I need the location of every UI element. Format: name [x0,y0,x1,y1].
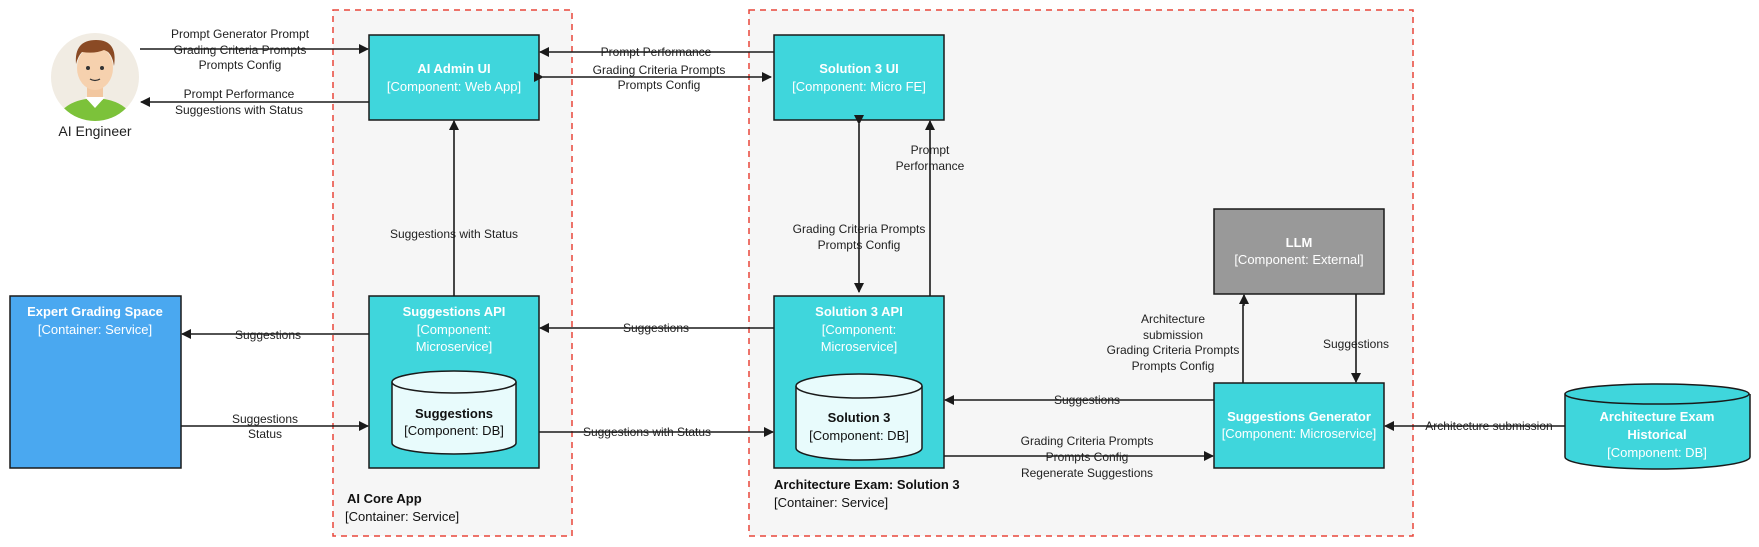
ai-admin-ui-type: [Component: Web App] [387,79,521,94]
edge-llm-to-gen: Suggestions [1323,294,1389,383]
edge-label-line: Suggestions with Status [390,227,518,241]
edge-label-line: Grading Criteria Prompts [793,222,926,236]
edge-label-line: Prompt Performance [601,45,712,59]
solution3-ui-title: Solution 3 UI [819,61,898,76]
solution3-ui-type: [Component: Micro FE] [792,79,926,94]
edge-label-line: Prompts Config [618,78,701,92]
arch-hist-title-line2: Historical [1627,427,1686,442]
edge-label-line: Suggestions [1054,393,1120,407]
edge-admin-ui3-bidirectional: Grading Criteria Prompts Prompts Config [534,63,772,92]
solution3-boundary-subtitle: [Container: Service] [774,495,888,510]
arch-hist-type: [Component: DB] [1607,445,1707,460]
edge-label-line: Grading Criteria Prompts [593,63,726,77]
suggestions-api-type-line2: Microservice] [416,339,493,354]
suggestions-generator-node[interactable]: Suggestions Generator [Component: Micros… [1213,382,1385,469]
llm-type: [Component: External] [1234,252,1363,267]
edge-label-line: Architecture [1141,312,1205,326]
llm-node[interactable]: LLM [Component: External] [1213,208,1385,295]
edge-label-line: Prompts Config [1046,450,1129,464]
suggestions-api-title: Suggestions API [403,304,506,319]
ai-admin-ui-title: AI Admin UI [417,61,490,76]
edge-label-line: Grading Criteria Prompts [174,43,307,57]
edge-hist-to-gen: Architecture submission [1384,419,1565,433]
edge-api3-to-api: Suggestions [539,321,774,335]
ai-core-app-title: AI Core App [347,491,422,506]
suggestions-db-title: Suggestions [415,406,493,421]
edge-label-line: Prompt [911,143,950,157]
ai-engineer-label: AI Engineer [58,123,131,139]
suggestions-generator-type: [Component: Microservice] [1222,426,1377,441]
edge-admin-to-engineer: Prompt Performance Suggestions with Stat… [140,87,369,117]
solution3-db-type: [Component: DB] [809,428,909,443]
edge-label-line: submission [1143,328,1203,342]
suggestions-db-node[interactable]: Suggestions [Component: DB] [391,370,517,455]
expert-grading-type: [Container: Service] [38,322,152,337]
edge-label-line: Prompts Config [818,238,901,252]
expert-grading-space-node[interactable]: Expert Grading Space [Container: Service… [9,295,182,469]
ai-engineer-actor[interactable]: AI Engineer [51,33,139,139]
edge-label-line: Grading Criteria Prompts [1107,343,1240,357]
suggestions-db-type: [Component: DB] [404,423,504,438]
solution3-db-title: Solution 3 [828,410,891,425]
edge-api3-to-gen: Grading Criteria Prompts Prompts Config … [944,434,1214,480]
edge-label-line: Grading Criteria Prompts [1021,434,1154,448]
edge-label-line: Suggestions with Status [583,425,711,439]
solution3-ui-node[interactable]: Solution 3 UI [Component: Micro FE] [773,34,945,121]
edge-gen-to-api3: Suggestions [944,393,1214,407]
edge-api3-to-ui3: Prompt Performance [896,120,965,296]
solution3-boundary-title: Architecture Exam: Solution 3 [774,477,960,492]
edge-label-line: Regenerate Suggestions [1021,466,1153,480]
edge-api-to-api3: Suggestions with Status [539,425,774,439]
architecture-exam-historical-node[interactable]: Architecture Exam Historical [Component:… [1564,383,1751,470]
edge-label-line: Performance [896,159,965,173]
edge-label-line: Suggestions [1323,337,1389,351]
edge-expert-to-api: Suggestions Status [181,412,369,441]
solution3-api-type-line2: Microservice] [821,339,898,354]
solution3-api-title: Solution 3 API [815,304,903,319]
edge-label-line: Prompts Config [199,58,282,72]
edge-label-line: Status [248,427,282,441]
edge-label-line: Architecture submission [1425,419,1552,433]
expert-grading-title: Expert Grading Space [27,304,163,319]
edge-api-to-admin: Suggestions with Status [390,120,518,296]
solution3-db-node[interactable]: Solution 3 [Component: DB] [795,373,923,461]
edge-ui3-to-admin: Prompt Performance [539,45,774,59]
edge-label-line: Suggestions [232,412,298,426]
ai-admin-ui-node[interactable]: AI Admin UI [Component: Web App] [368,34,540,121]
suggestions-api-type-line1: [Component: [417,322,491,337]
edge-label-line: Prompt Generator Prompt [171,27,310,41]
edge-label-line: Prompt Performance [184,87,295,101]
solution3-api-type-line1: [Component: [822,322,896,337]
edge-engineer-to-admin: Prompt Generator Prompt Grading Criteria… [140,27,369,72]
edge-api-to-expert: Suggestions [181,328,369,342]
person-avatar-icon [51,33,139,121]
edge-label-line: Suggestions [623,321,689,335]
edge-label-line: Prompts Config [1132,359,1215,373]
edge-gen-to-llm: Architecture submission Grading Criteria… [1107,294,1249,383]
edge-label-line: Suggestions [235,328,301,342]
edge-ui3-api3-bidirectional: Grading Criteria Prompts Prompts Config [793,115,926,293]
ai-core-app-subtitle: [Container: Service] [345,509,459,524]
llm-title: LLM [1286,235,1313,250]
arch-hist-title-line1: Architecture Exam [1600,409,1715,424]
suggestions-generator-title: Suggestions Generator [1227,409,1371,424]
edge-label-line: Suggestions with Status [175,103,303,117]
